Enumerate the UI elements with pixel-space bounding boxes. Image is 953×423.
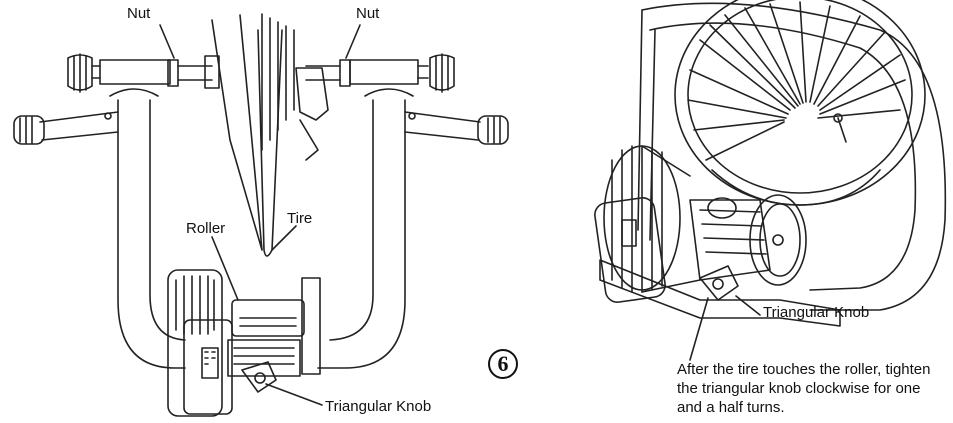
- label-nut-left: Nut: [127, 5, 151, 22]
- frame-right-leg: [317, 99, 406, 369]
- roller: [231, 299, 305, 337]
- step-number-badge: 6: [488, 349, 518, 379]
- flywheel: [167, 269, 223, 417]
- label-roller: Roller: [186, 220, 226, 237]
- cassette: [261, 13, 295, 151]
- right-nut: [339, 59, 351, 87]
- frame-right-loop: [641, 2, 947, 311]
- left-axle-tube: [99, 59, 171, 85]
- left-foot: [13, 115, 45, 145]
- resistance-housing: [594, 197, 666, 303]
- resistance-box: [183, 319, 233, 415]
- label-nut-right: Nut: [356, 5, 380, 22]
- right-triangular-knob: [699, 265, 739, 301]
- left-triangular-knob: [241, 361, 277, 393]
- frame-u: [117, 99, 186, 369]
- label-triangular-knob-right: Triangular Knob: [763, 304, 870, 321]
- label-tire: Tire: [287, 210, 313, 227]
- left-arm: [39, 111, 119, 141]
- right-foot: [477, 115, 509, 145]
- spokes: [687, 1, 906, 161]
- label-triangular-knob-left: Triangular Knob: [325, 398, 432, 415]
- left-knob: [67, 54, 93, 91]
- instruction-text: After the tire touches the roller, tight…: [677, 361, 931, 416]
- right-arm: [404, 111, 481, 141]
- derailleur: [295, 67, 329, 121]
- right-knob: [429, 54, 455, 91]
- left-nut: [167, 59, 179, 87]
